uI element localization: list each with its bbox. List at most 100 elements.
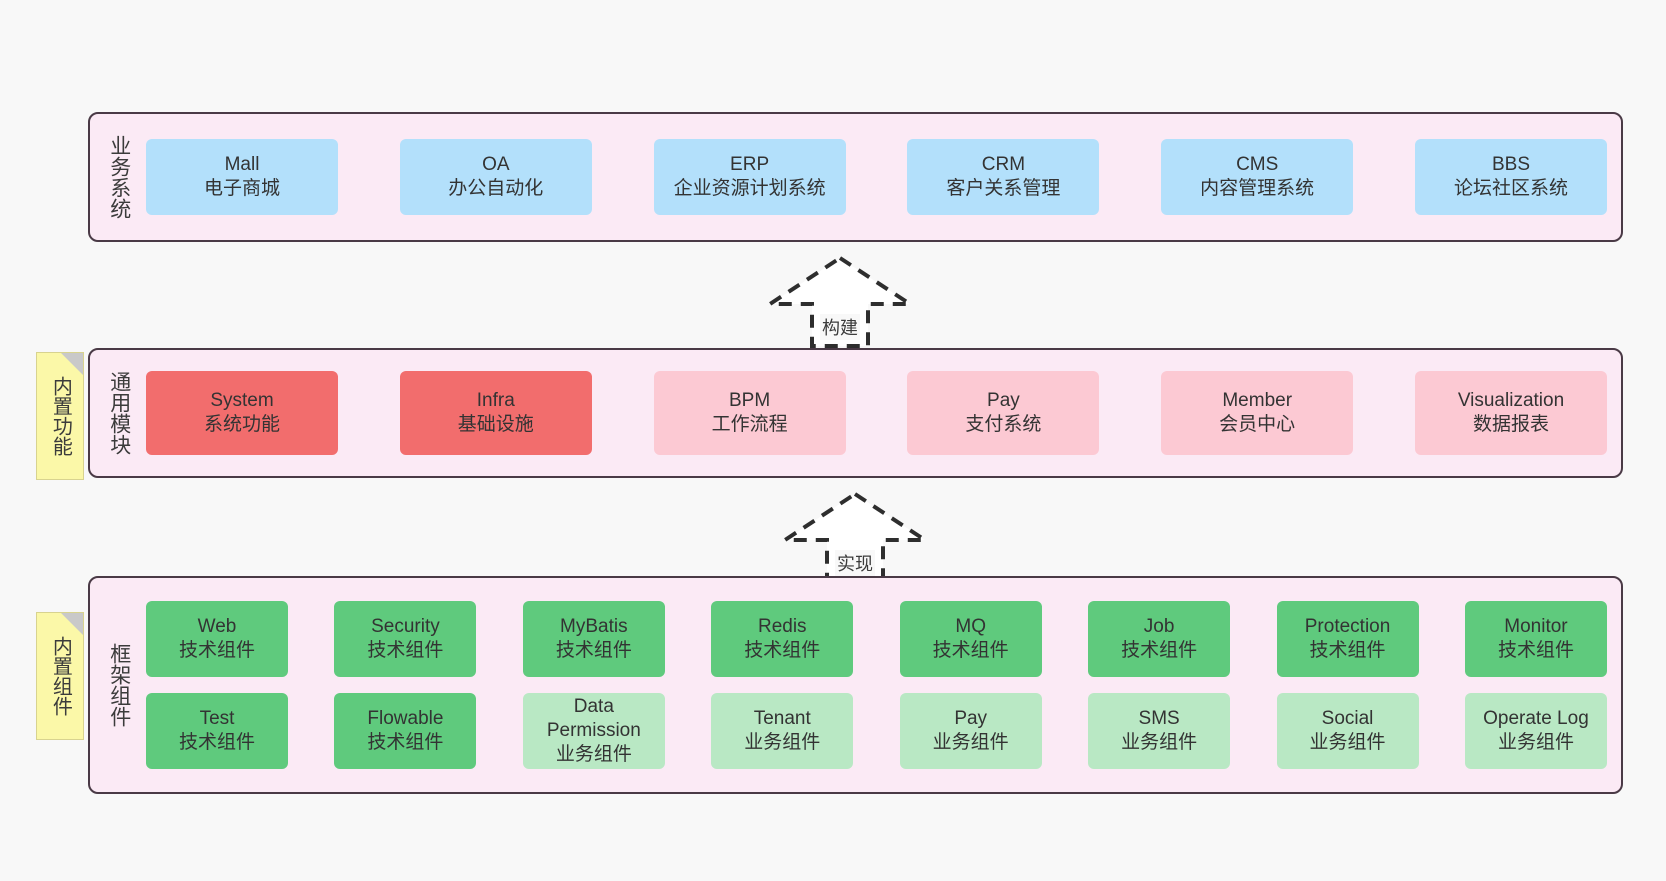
node-security[interactable]: Security 技术组件 <box>334 601 477 677</box>
node-data-permission[interactable]: Data Permission 业务组件 <box>522 693 665 769</box>
node-member-subtitle: 会员中心 <box>1219 414 1296 435</box>
node-operate-log-subtitle: 业务组件 <box>1497 732 1574 753</box>
node-pay-module-title: Pay <box>987 389 1020 411</box>
node-visualization-title: Visualization <box>1457 389 1565 411</box>
node-web-subtitle: 技术组件 <box>178 640 255 661</box>
note-fold-icon <box>61 613 83 635</box>
connector-build-glyph <box>763 255 917 348</box>
node-tenant-subtitle: 业务组件 <box>744 732 821 753</box>
connector-implement: 实现 <box>775 488 935 584</box>
node-operate-log-title: Operate Log <box>1483 707 1589 729</box>
node-mall-title: Mall <box>224 153 260 175</box>
layer-business-systems-label: 业务系统 <box>107 135 131 219</box>
node-bpm[interactable]: BPM 工作流程 <box>653 371 846 455</box>
layer-framework-components-body: Web 技术组件 Security 技术组件 MyBatis 技术组件 Redi… <box>142 584 1611 786</box>
node-mq-subtitle: 技术组件 <box>932 640 1009 661</box>
node-monitor[interactable]: Monitor 技术组件 <box>1464 601 1607 677</box>
node-pay-component-title: Pay <box>954 707 988 729</box>
node-oa[interactable]: OA 办公自动化 <box>399 139 592 215</box>
node-test-subtitle: 技术组件 <box>178 732 255 753</box>
node-crm[interactable]: CRM 客户关系管理 <box>907 139 1100 215</box>
node-mybatis[interactable]: MyBatis 技术组件 <box>522 601 665 677</box>
node-system[interactable]: System 系统功能 <box>146 371 338 455</box>
node-job-title: Job <box>1143 615 1175 637</box>
node-mq[interactable]: MQ 技术组件 <box>899 601 1042 677</box>
framework-tech-row: Web 技术组件 Security 技术组件 MyBatis 技术组件 Redi… <box>146 601 1607 677</box>
node-bbs[interactable]: BBS 论坛社区系统 <box>1414 139 1607 215</box>
connector-implement-label: 实现 <box>835 550 875 576</box>
note-builtin-components[interactable]: 内置组件 <box>36 612 84 740</box>
node-cms[interactable]: CMS 内容管理系统 <box>1161 139 1354 215</box>
node-erp-subtitle: 企业资源计划系统 <box>673 178 826 199</box>
node-bpm-title: BPM <box>729 389 771 411</box>
layer-common-modules-body: System 系统功能 Infra 基础设施 BPM 工作流程 Pay 支付系统… <box>142 356 1611 470</box>
node-erp-title: ERP <box>730 153 770 175</box>
note-builtin-features[interactable]: 内置功能 <box>36 352 84 480</box>
node-social-title: Social <box>1321 707 1374 729</box>
note-builtin-components-text: 内置组件 <box>49 636 72 716</box>
node-infra[interactable]: Infra 基础设施 <box>399 371 592 455</box>
node-web-title: Web <box>197 615 237 637</box>
node-operate-log[interactable]: Operate Log 业务组件 <box>1464 693 1607 769</box>
layer-framework-components-label: 框架组件 <box>107 643 131 727</box>
node-oa-title: OA <box>482 153 510 175</box>
node-bpm-subtitle: 工作流程 <box>711 414 788 435</box>
node-flowable-title: Flowable <box>367 707 444 729</box>
node-sms-subtitle: 业务组件 <box>1121 732 1198 753</box>
connector-build-label: 构建 <box>820 314 860 340</box>
node-monitor-subtitle: 技术组件 <box>1497 640 1574 661</box>
node-bbs-subtitle: 论坛社区系统 <box>1453 178 1568 199</box>
note-fold-icon <box>61 353 83 375</box>
node-web[interactable]: Web 技术组件 <box>146 601 288 677</box>
business-systems-row: Mall 电子商城 OA 办公自动化 ERP 企业资源计划系统 CRM 客户关系… <box>146 139 1607 215</box>
node-erp[interactable]: ERP 企业资源计划系统 <box>653 139 846 215</box>
node-infra-title: Infra <box>476 389 515 411</box>
node-redis-title: Redis <box>757 615 807 637</box>
node-security-title: Security <box>371 615 440 637</box>
layer-common-modules: 通用模块 System 系统功能 Infra 基础设施 BPM 工作流程 Pay <box>88 348 1623 478</box>
node-pay-module[interactable]: Pay 支付系统 <box>907 371 1100 455</box>
node-pay-component-subtitle: 业务组件 <box>932 732 1009 753</box>
node-mq-title: MQ <box>955 615 986 637</box>
node-sms[interactable]: SMS 业务组件 <box>1088 693 1231 769</box>
node-member-title: Member <box>1222 389 1293 411</box>
node-data-permission-subtitle: 业务组件 <box>555 744 632 766</box>
node-crm-title: CRM <box>981 153 1026 175</box>
node-sms-title: SMS <box>1138 707 1180 729</box>
node-visualization[interactable]: Visualization 数据报表 <box>1414 371 1607 455</box>
node-member[interactable]: Member 会员中心 <box>1161 371 1354 455</box>
node-flowable-subtitle: 技术组件 <box>367 732 444 753</box>
framework-biz-row: Test 技术组件 Flowable 技术组件 Data Permission … <box>146 693 1607 769</box>
note-builtin-features-text: 内置功能 <box>49 376 72 456</box>
node-mall[interactable]: Mall 电子商城 <box>146 139 338 215</box>
node-pay-component[interactable]: Pay 业务组件 <box>899 693 1042 769</box>
node-test[interactable]: Test 技术组件 <box>146 693 288 769</box>
node-system-title: System <box>210 389 274 411</box>
node-tenant[interactable]: Tenant 业务组件 <box>711 693 854 769</box>
node-social-subtitle: 业务组件 <box>1309 732 1386 753</box>
node-tenant-title: Tenant <box>753 707 811 729</box>
node-mall-subtitle: 电子商城 <box>203 178 280 199</box>
node-mybatis-subtitle: 技术组件 <box>555 640 632 661</box>
node-job[interactable]: Job 技术组件 <box>1088 601 1231 677</box>
node-job-subtitle: 技术组件 <box>1121 640 1198 661</box>
node-monitor-title: Monitor <box>1504 615 1568 637</box>
node-bbs-title: BBS <box>1491 153 1530 175</box>
node-redis[interactable]: Redis 技术组件 <box>711 601 854 677</box>
node-infra-subtitle: 基础设施 <box>457 414 534 435</box>
common-modules-row: System 系统功能 Infra 基础设施 BPM 工作流程 Pay 支付系统… <box>146 371 1607 455</box>
node-flowable[interactable]: Flowable 技术组件 <box>334 693 477 769</box>
node-pay-module-subtitle: 支付系统 <box>965 414 1042 435</box>
layer-business-systems: 业务系统 Mall 电子商城 OA 办公自动化 ERP 企业资源计划系统 CRM <box>88 112 1623 242</box>
node-test-title: Test <box>199 707 235 729</box>
layer-framework-components: 框架组件 Web 技术组件 Security 技术组件 MyBatis 技术组件… <box>88 576 1623 794</box>
node-data-permission-title: Data Permission <box>546 695 641 741</box>
connector-build: 构建 <box>760 252 920 348</box>
node-crm-subtitle: 客户关系管理 <box>946 178 1061 199</box>
node-protection[interactable]: Protection 技术组件 <box>1276 601 1419 677</box>
layer-business-systems-body: Mall 电子商城 OA 办公自动化 ERP 企业资源计划系统 CRM 客户关系… <box>142 120 1611 234</box>
node-protection-title: Protection <box>1304 615 1391 637</box>
node-social[interactable]: Social 业务组件 <box>1276 693 1419 769</box>
node-cms-subtitle: 内容管理系统 <box>1200 178 1315 199</box>
